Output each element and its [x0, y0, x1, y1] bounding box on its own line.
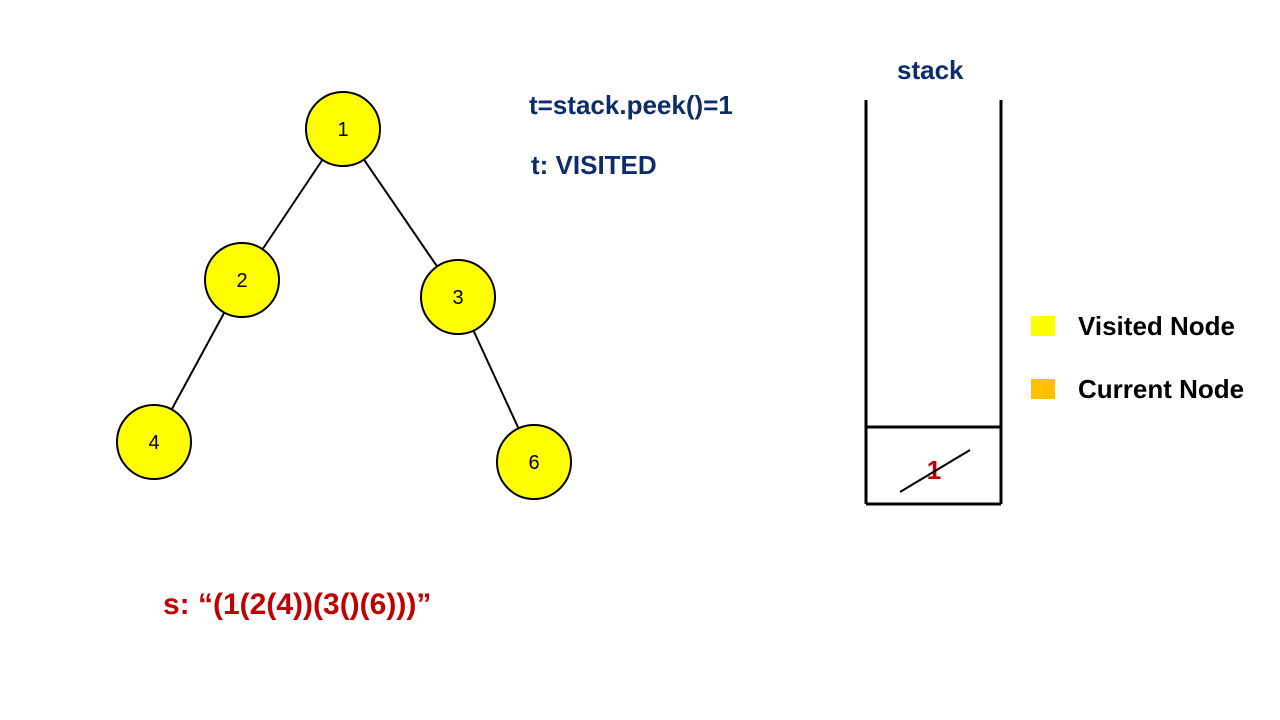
tree-node: 6	[496, 424, 572, 500]
peek-annotation: t=stack.peek()=1	[529, 90, 733, 120]
stack-item-value: 1	[927, 455, 941, 485]
status-annotation: t: VISITED	[531, 150, 657, 180]
tree-node: 1	[305, 91, 381, 167]
legend-visited: Visited Node	[1031, 311, 1235, 341]
stack-container	[864, 100, 1003, 506]
legend-visited-label: Visited Node	[1078, 310, 1236, 341]
tree-edge	[472, 330, 520, 429]
tree-node-circle	[420, 259, 496, 335]
tree-node-circle	[305, 91, 381, 167]
tree-node-circle	[496, 424, 572, 500]
tree-edge	[363, 158, 438, 268]
tree-node-label: 3	[452, 287, 463, 309]
tree-node-label: 1	[337, 119, 348, 141]
legend-current-swatch	[1031, 379, 1055, 399]
stack-item-strikethrough	[899, 449, 971, 493]
tree-node-label: 2	[236, 270, 247, 292]
tree-node: 3	[420, 259, 496, 335]
legend-visited-swatch	[1031, 316, 1055, 336]
tree-node-label: 6	[528, 452, 539, 474]
output-string: s: “(1(2(4))(3()(6)))”	[163, 588, 432, 621]
tree-node-circle	[204, 242, 280, 318]
tree-node-label: 4	[148, 432, 159, 454]
stack-title: stack	[897, 55, 964, 85]
legend-current-label: Current Node	[1078, 373, 1245, 404]
tree-edge	[261, 159, 324, 250]
tree-node: 4	[116, 404, 192, 480]
stack-item: 1	[899, 449, 971, 493]
tree-edge	[170, 312, 226, 410]
tree-node: 2	[204, 242, 280, 318]
tree-node-circle	[116, 404, 192, 480]
legend-current: Current Node	[1031, 374, 1244, 404]
